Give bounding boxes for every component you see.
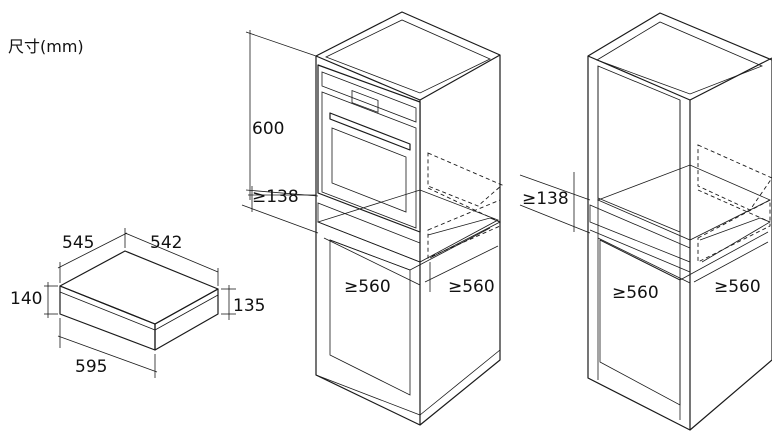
dim-label-560a: ≥560: [344, 277, 391, 297]
drawer-side-face: [154, 288, 219, 351]
oven-display-icon: [351, 90, 379, 113]
dim-label-600: 600: [252, 119, 284, 139]
cabinet-with-oven: 600 ≥138 ≥560 ≥560: [241, 11, 503, 426]
diagram-title: 尺寸(mm): [8, 37, 84, 56]
cabinet-empty-outline: [587, 12, 772, 431]
dim-label-135: 135: [233, 296, 265, 316]
oven-window: [331, 127, 407, 213]
drawer-front-face: [59, 285, 156, 351]
oven-handle: [329, 112, 411, 151]
warming-drawer: 545 542 140 135 595: [10, 228, 265, 378]
dim-label-560b: ≥560: [448, 277, 495, 297]
dim-line-595: [57, 335, 158, 373]
dim-label-138b: ≥138: [522, 189, 569, 209]
dim-label-560d: ≥560: [714, 277, 761, 297]
dim-label-542: 542: [150, 233, 182, 253]
dim-label-595: 595: [75, 357, 107, 377]
oven-body: [317, 64, 421, 233]
dim-line-545: [57, 232, 128, 269]
dim-label-560c: ≥560: [612, 283, 659, 303]
shelf-cutout-dashed: [427, 152, 503, 207]
cabinet-empty: ≥138 ≥560 ≥560: [519, 12, 772, 431]
dim-line-542: [124, 232, 219, 273]
oven-door: [321, 91, 417, 229]
dim-label-138a: ≥138: [252, 187, 299, 207]
drawer-front-rim: [59, 291, 156, 331]
dim-label-140: 140: [10, 289, 42, 309]
dim-label-545: 545: [62, 233, 94, 253]
drawer-top-rim: [154, 294, 219, 331]
